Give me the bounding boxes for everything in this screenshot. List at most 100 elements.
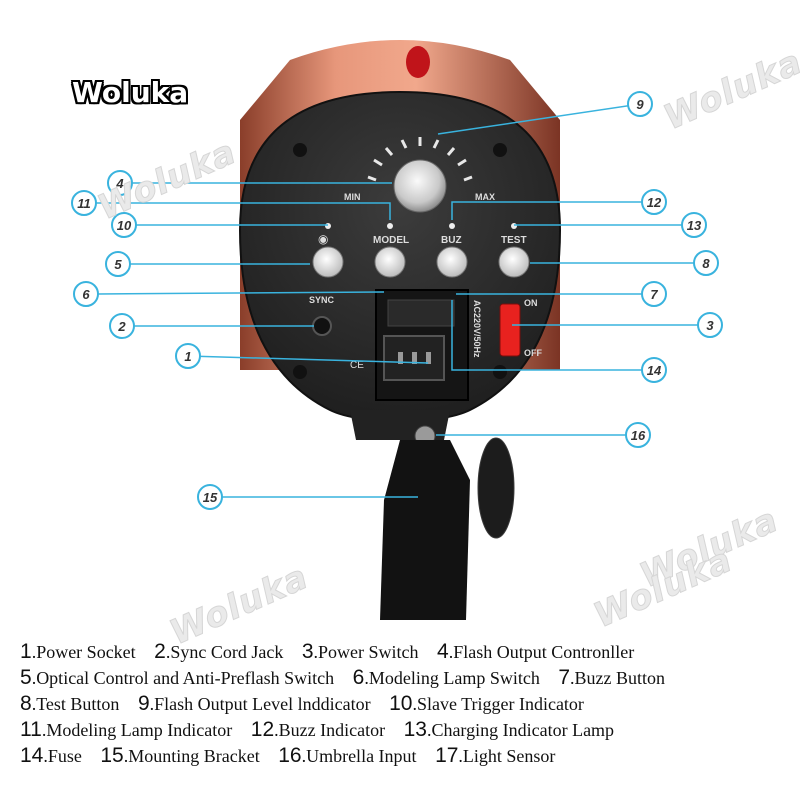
legend-label: .Umbrella Input: [301, 746, 417, 766]
legend-label: .Optical Control and Anti-Preflash Switc…: [31, 668, 335, 688]
diagram-stage: MIN MAX ◉ MODEL BUZ TEST SYNC CE AC220V/…: [71, 40, 800, 654]
legend-label: .Light Sensor: [458, 746, 556, 766]
legend-number: 3: [301, 640, 314, 663]
power-switch[interactable]: [499, 303, 521, 357]
callout-marker: [71, 190, 97, 216]
legend-number: 10: [389, 692, 413, 715]
callout-marker: [693, 250, 719, 276]
legend-label: .Fuse: [43, 746, 82, 766]
mounting-bracket: [380, 440, 470, 620]
callout-leader-line: [437, 103, 641, 135]
legend-item: 17.Light Sensor: [435, 744, 555, 768]
legend-label: .Mounting Bracket: [123, 746, 260, 766]
modeling-lamp-button[interactable]: [374, 246, 406, 278]
legend-label: .Power Socket: [31, 642, 136, 662]
legend-number: 6: [352, 666, 365, 689]
sync-label: SYNC: [309, 295, 335, 305]
voltage-label: AC220V/50Hz: [472, 300, 482, 358]
eye-symbol: ◉: [318, 232, 328, 246]
callout-marker: [73, 281, 99, 307]
legend-number: 7: [558, 666, 571, 689]
callout-leader-line: [97, 291, 385, 295]
legend-number: 4: [437, 640, 449, 663]
callout-number: 15: [203, 490, 218, 505]
legend-item: 7.Buzz Button: [558, 666, 665, 690]
legend-item: 1.Power Socket: [20, 640, 136, 664]
legend-number: 17: [435, 744, 459, 767]
legend: 1.Power Socket 2.Sync Cord Jack 3.Power …: [20, 640, 795, 770]
legend-label: .Test Button: [31, 694, 120, 714]
optical-control-button[interactable]: [312, 246, 344, 278]
callout-marker: [641, 357, 667, 383]
test-button[interactable]: [498, 246, 530, 278]
callout-leader-line: [451, 201, 642, 220]
callout-number: 6: [82, 287, 90, 302]
callout-number: 14: [647, 363, 662, 378]
buzz-indicator: [449, 223, 455, 229]
callout-marker: [681, 212, 707, 238]
legend-item: 15.Mounting Bracket: [100, 744, 259, 768]
legend-label: .Buzz Indicator: [274, 720, 386, 740]
output-knob[interactable]: [393, 159, 447, 213]
legend-label: .Slave Trigger Indicator: [412, 694, 584, 714]
callout-marker: [197, 484, 223, 510]
legend-number: 14: [20, 744, 44, 767]
legend-number: 13: [403, 718, 427, 741]
min-label: MIN: [344, 192, 361, 202]
buzz-button[interactable]: [436, 246, 468, 278]
callout-number: 11: [77, 196, 91, 211]
legend-item: 3.Power Switch: [302, 640, 419, 664]
panel-screw: [293, 365, 307, 379]
max-label: MAX: [475, 192, 495, 202]
legend-label: .Modeling Lamp Indicator: [41, 720, 233, 740]
legend-item: 4.Flash Output Contronller: [437, 640, 634, 664]
legend-item: 10.Slave Trigger Indicator: [389, 692, 584, 716]
legend-number: 12: [250, 718, 275, 741]
strobe-rear-diagram: MIN MAX ◉ MODEL BUZ TEST SYNC CE AC220V/…: [71, 40, 723, 620]
legend-number: 1: [20, 640, 32, 663]
legend-item: 9.Flash Output Level lnddicator: [138, 692, 371, 716]
legend-number: 16: [278, 744, 302, 767]
legend-item: 2.Sync Cord Jack: [154, 640, 283, 664]
flash-output-scale: [367, 137, 473, 182]
callout-leader-line: [96, 202, 391, 220]
legend-label: .Power Switch: [313, 642, 419, 662]
callout-number: 1: [184, 349, 191, 364]
legend-item: 5.Optical Control and Anti-Preflash Swit…: [20, 666, 334, 690]
legend-label: .Flash Output Contronller: [448, 642, 635, 662]
sync-cord-jack[interactable]: [312, 316, 332, 336]
legend-label: .Flash Output Level lnddicator: [149, 694, 371, 714]
legend-label: .Buzz Button: [570, 668, 666, 688]
legend-item: 16.Umbrella Input: [278, 744, 416, 768]
off-label: OFF: [524, 348, 542, 358]
legend-item: 14.Fuse: [20, 744, 82, 768]
fuse-holder[interactable]: [387, 299, 455, 327]
brand-logo: Woluka: [72, 76, 189, 109]
callout-number: 12: [647, 195, 662, 210]
legend-item: 12.Buzz Indicator: [251, 718, 385, 742]
legend-row: 5.Optical Control and Anti-Preflash Swit…: [20, 666, 795, 692]
legend-item: 11.Modeling Lamp Indicator: [20, 718, 232, 742]
callout-number: 8: [702, 256, 710, 271]
charging-indicator: [511, 223, 517, 229]
legend-row: 14.Fuse 15.Mounting Bracket 16.Umbrella …: [20, 744, 795, 770]
ce-mark: CE: [350, 360, 364, 371]
slave-trigger-indicator: [325, 223, 331, 229]
callout-marker: [697, 312, 723, 338]
bracket-knob[interactable]: [477, 437, 515, 539]
legend-item: 6.Modeling Lamp Switch: [353, 666, 540, 690]
on-label: ON: [524, 298, 538, 308]
legend-label: .Sync Cord Jack: [165, 642, 284, 662]
legend-label: .Charging Indicator Lamp: [426, 720, 615, 740]
legend-label: .Modeling Lamp Switch: [364, 668, 540, 688]
callout-marker: [627, 91, 653, 117]
legend-number: 2: [154, 640, 166, 663]
callout-marker: [111, 212, 137, 238]
legend-item: 13.Charging Indicator Lamp: [404, 718, 614, 742]
callout-number: 3: [706, 318, 714, 333]
callout-number: 4: [115, 176, 124, 191]
callout-marker: [175, 343, 201, 369]
panel-screw: [293, 143, 307, 157]
legend-number: 5: [20, 666, 32, 689]
